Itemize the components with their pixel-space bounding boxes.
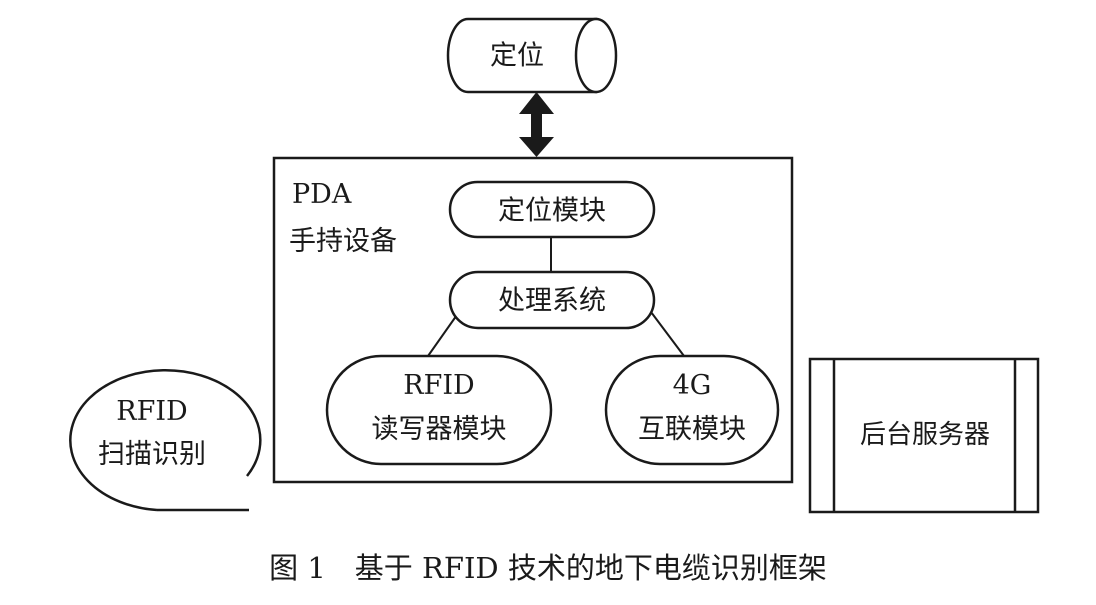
pda-container: [272, 156, 794, 484]
backend-server: 后台服务器: [808, 357, 1040, 514]
interconnect-4g-module: [604, 354, 780, 466]
rfid-scan-label: RFID: [116, 396, 187, 427]
processing-system: [448, 270, 656, 330]
interconnect-4g-label: 4G: [673, 370, 712, 401]
pda-label: PDA: [292, 179, 352, 210]
positioning-cylinder: 定位: [446, 17, 618, 94]
interconnect-4g-sublabel: 互联模块: [638, 414, 746, 445]
connector-lines: [427, 237, 685, 357]
backend-server-label: 后台服务器: [860, 420, 990, 450]
rfid-scan-sublabel: 扫描识别: [98, 439, 206, 470]
figure-caption: 图 1 基于 RFID 技术的地下电缆识别框架: [269, 551, 827, 585]
positioning-module-label: 定位模块: [498, 196, 606, 227]
rfid-reader-module: [325, 354, 553, 466]
bidirectional-arrow: [519, 92, 554, 157]
pda-sublabel: 手持设备: [289, 226, 397, 257]
processing-system-label: 处理系统: [498, 286, 606, 317]
positioning-module: [448, 180, 656, 239]
rfid-reader-sublabel: 读写器模块: [372, 414, 507, 445]
rfid-reader-label: RFID: [403, 370, 474, 401]
positioning-label: 定位: [490, 41, 544, 72]
rfid-scan-tag: RFID 扫描识别: [69, 369, 262, 512]
